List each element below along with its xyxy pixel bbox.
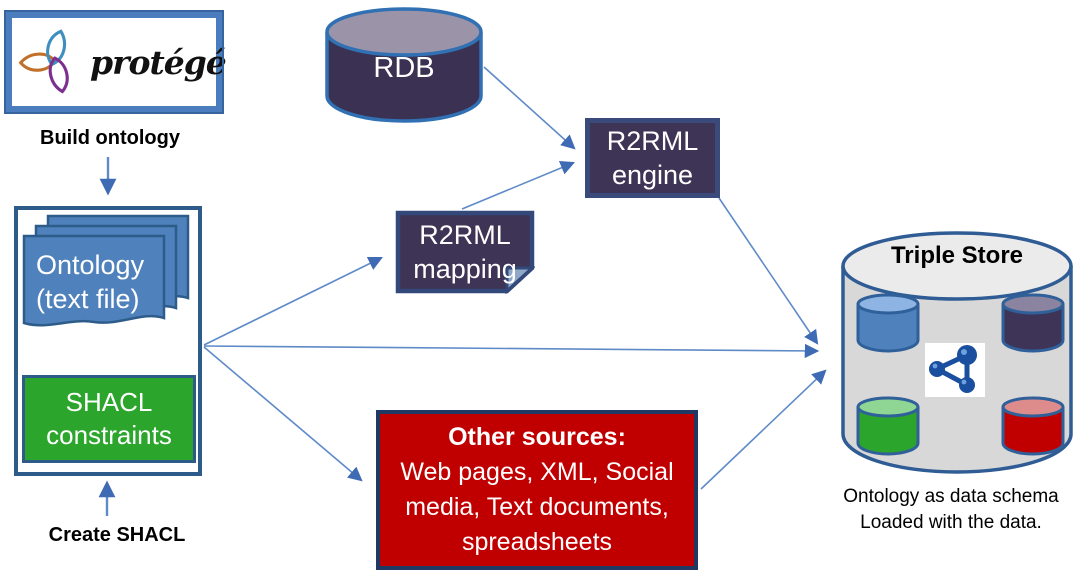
protege-logo-icon (16, 25, 86, 99)
store-cylinder-red (1001, 396, 1065, 456)
rdb-cylinder (325, 7, 483, 123)
mapping-line2: mapping (413, 254, 517, 284)
protege-logo-text: protégé (90, 42, 227, 82)
engine-line2: engine (611, 160, 694, 190)
shacl-line2: constraints (46, 420, 172, 450)
arrow-ontology-to-mapping (203, 256, 383, 346)
other-sources-title: Other sources: (448, 423, 626, 451)
r2rml-mapping-label: R2RML mapping (395, 218, 535, 286)
ontology-line1: Ontology (36, 250, 145, 280)
ontology-document-label: Ontology (text file) (36, 248, 144, 316)
store-cylinder-green (856, 396, 920, 456)
store-cylinder-purple (1001, 293, 1065, 353)
arrow-engine-to-store (718, 197, 819, 345)
arrow-ontology-to-store (203, 343, 820, 359)
other-sources-line3: spreadsheets (461, 528, 613, 556)
shacl-constraints-node: SHACL constraints (22, 375, 196, 463)
store-caption-line2: Loaded with the data. (860, 512, 1042, 533)
r2rml-mapping-node (395, 210, 535, 294)
r2rml-engine-node: R2RML engine (585, 118, 720, 198)
arrow-mapping-to-engine (461, 161, 575, 210)
arrow-rdb-to-engine (483, 66, 576, 150)
arrow-othersources-to-store (700, 369, 827, 490)
shacl-line1: SHACL (65, 387, 153, 417)
arrow-ontology-to-othersources (203, 346, 363, 482)
rdb-label: RDB (373, 52, 435, 84)
rdf-graph-icon (925, 343, 985, 397)
other-sources-line1: Web pages, XML, Social (400, 458, 674, 486)
store-caption-line1: Ontology as data schema (843, 486, 1059, 507)
store-cylinder-blue (856, 293, 920, 353)
other-sources-line2: media, Text documents, (405, 493, 669, 521)
triple-store-caption: Ontology as data schema Loaded with the … (826, 484, 1076, 536)
triple-store-title: Triple Store (890, 242, 1024, 269)
engine-line1: R2RML (606, 126, 699, 156)
protege-node: protégé (4, 10, 227, 114)
create-shacl-caption: Create SHACL (48, 524, 186, 546)
ontology-document-icon (22, 214, 190, 327)
build-ontology-caption: Build ontology (40, 127, 180, 149)
ontology-line2: (text file) (36, 284, 140, 314)
mapping-line1: R2RML (419, 220, 511, 250)
other-sources-node: Other sources: Web pages, XML, Social me… (376, 410, 698, 570)
